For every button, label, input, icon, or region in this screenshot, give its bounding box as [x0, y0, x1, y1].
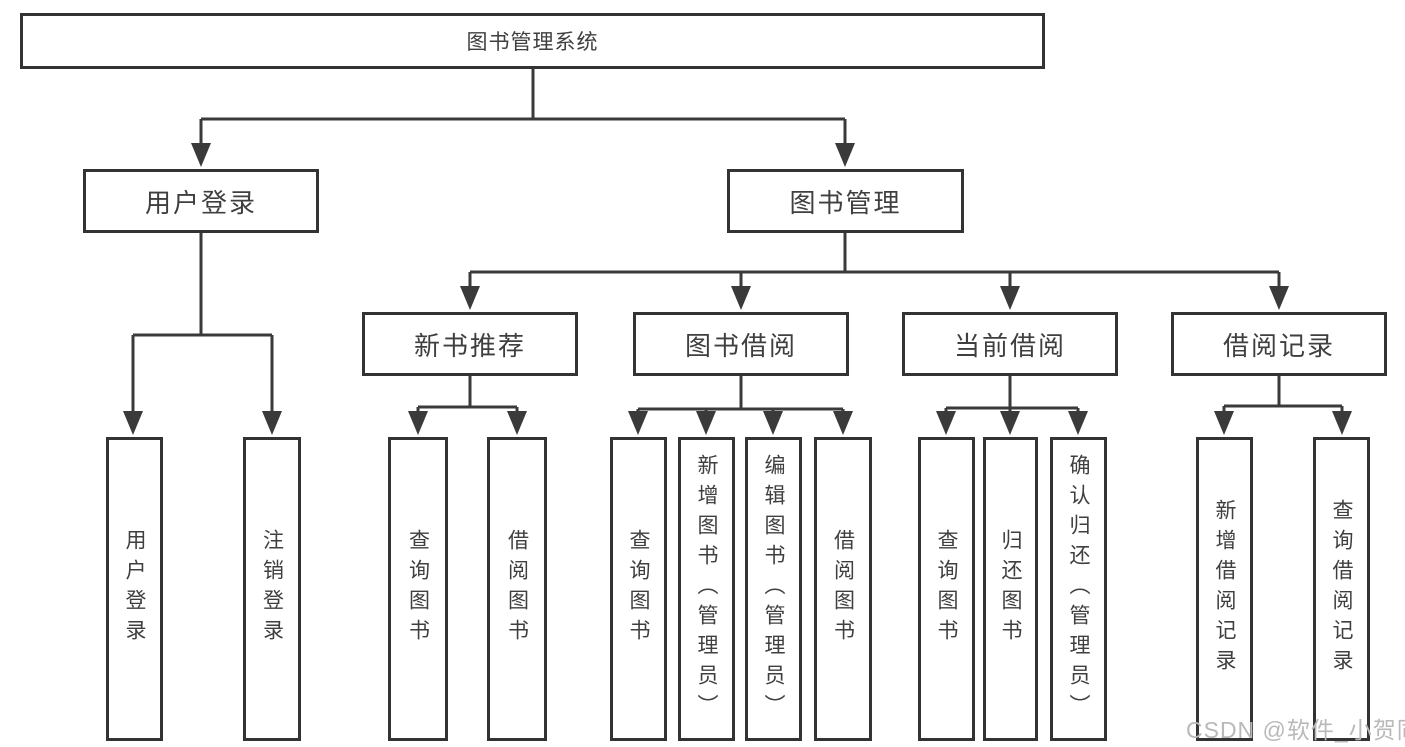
node-return-books: 归还图书: [983, 437, 1038, 741]
node-query-borrow-record: 查询借阅记录: [1313, 437, 1370, 741]
csdn-watermark: CSDN @软件_小贺同学: [1186, 717, 1405, 743]
leaf-label: 注销登录: [260, 529, 284, 649]
leaf-label: 查询图书: [406, 529, 430, 649]
node-query-books-3: 查询图书: [918, 437, 975, 741]
leaf-label: 归还图书: [999, 529, 1022, 649]
leaf-label: 借阅图书: [505, 529, 529, 649]
leaf-label: 用户登录: [123, 529, 146, 649]
node-logout: 注销登录: [243, 437, 301, 741]
node-borrowing-records: 借阅记录: [1171, 312, 1387, 376]
node-add-book-admin: 新增图书（管理员）: [678, 437, 735, 741]
node-book-management: 图书管理: [727, 169, 964, 233]
node-edit-book-admin: 编辑图书（管理员）: [745, 437, 802, 741]
node-borrow-books-1: 借阅图书: [487, 437, 547, 741]
leaf-label: 确认归还（管理员）: [1067, 454, 1090, 724]
leaf-label: 新增借阅记录: [1213, 499, 1236, 679]
leaf-label: 查询图书: [935, 529, 958, 649]
node-user-login-action: 用户登录: [106, 437, 163, 741]
node-confirm-return-admin: 确认归还（管理员）: [1050, 437, 1107, 741]
node-query-books-1: 查询图书: [388, 437, 448, 741]
node-new-book-recommend: 新书推荐: [362, 312, 578, 376]
leaf-label: 新增图书（管理员）: [695, 454, 718, 724]
node-add-borrow-record: 新增借阅记录: [1196, 437, 1253, 741]
node-user-login: 用户登录: [83, 169, 319, 233]
node-current-borrowing: 当前借阅: [902, 312, 1118, 376]
node-library-system: 图书管理系统: [20, 13, 1045, 69]
leaf-label: 借阅图书: [831, 529, 855, 649]
leaf-label: 查询图书: [627, 529, 650, 649]
leaf-label: 查询借阅记录: [1330, 499, 1353, 679]
leaf-label: 编辑图书（管理员）: [762, 454, 785, 724]
arrowheads: [123, 143, 1352, 435]
node-borrow-books-2: 借阅图书: [814, 437, 872, 741]
node-book-borrowing: 图书借阅: [633, 312, 849, 376]
node-query-books-2: 查询图书: [610, 437, 667, 741]
